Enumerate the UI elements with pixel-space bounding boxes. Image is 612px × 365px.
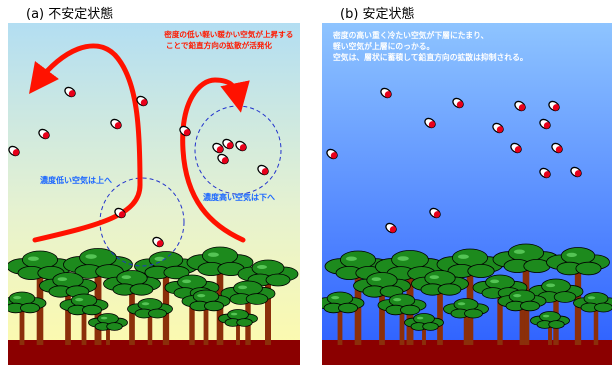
- panel-a-molecules: [8, 86, 269, 248]
- tree-b-12: [443, 298, 489, 345]
- panel-a-note: 密度の低い軽い暖かい空気が上昇する ことで鉛直方向の拡散が活発化: [163, 29, 296, 50]
- tree-a-5: [237, 259, 299, 345]
- molecule-a-9: [217, 153, 229, 165]
- molecule-b-11: [570, 166, 582, 178]
- molecule-a-3: [38, 128, 50, 140]
- tree-b-6: [353, 272, 411, 345]
- panel-a-note-line-2: ことで鉛直方向の拡散が活発化: [166, 40, 272, 50]
- molecule-b-7: [539, 118, 551, 130]
- molecule-a-6: [8, 145, 20, 157]
- molecule-a-5: [179, 125, 191, 137]
- molecule-b-12: [539, 167, 551, 179]
- molecule-a-2: [136, 95, 148, 107]
- tree-a-10: [8, 291, 47, 345]
- tree-b-4: [492, 243, 560, 345]
- tree-b-15: [530, 311, 570, 345]
- tree-a-3: [134, 251, 198, 345]
- molecule-a-7: [212, 142, 224, 154]
- rising-convection-arrow: [28, 43, 143, 243]
- panel-b-note: 密度の高い重く冷たい空気が下層にたまり、 軽い空気が上層にのっかる。 空気は、層…: [332, 30, 528, 62]
- panel-b-note-line-3: 空気は、層状に蓄積して鉛直方向の拡散は抑制される。: [333, 52, 528, 62]
- panel-a-ground: [8, 340, 300, 365]
- tree-a-6: [39, 272, 97, 345]
- molecule-a-4: [110, 118, 122, 130]
- molecule-a-8: [235, 140, 247, 152]
- panel-a: 密度の低い軽い暖かい空気が上昇する ことで鉛直方向の拡散が活発化 濃度低い空気は…: [8, 23, 300, 365]
- molecule-a-1: [64, 86, 76, 98]
- tree-b-8: [472, 274, 528, 345]
- molecule-a-12: [114, 207, 126, 219]
- panel-b-forest: [322, 243, 612, 345]
- tree-b-10: [322, 291, 365, 345]
- panel-a-forest: [8, 246, 299, 345]
- molecule-b-6: [492, 122, 504, 134]
- molecule-a-11: [222, 138, 234, 150]
- tree-b-7: [411, 270, 469, 345]
- molecule-b-10: [551, 142, 563, 154]
- sinking-convection-arrow: [180, 77, 250, 243]
- tree-b-14: [404, 313, 444, 345]
- tree-b-11: [377, 293, 427, 345]
- panel-b-molecules: [326, 87, 582, 234]
- molecule-b-3: [514, 100, 526, 112]
- panel-a-note-line-1: 密度の低い軽い暖かい空気が上昇する: [163, 29, 293, 39]
- tree-a-14: [88, 313, 128, 345]
- tree-a-12: [127, 298, 173, 345]
- panel-b-title: (b) 安定状態: [340, 7, 415, 22]
- molecule-b-1: [380, 87, 392, 99]
- tree-b-16: [573, 292, 612, 345]
- molecule-b-4: [548, 100, 560, 112]
- molecule-b-9: [510, 142, 522, 154]
- molecule-b-5: [424, 117, 436, 129]
- molecule-b-14: [385, 222, 397, 234]
- panel-b-note-line-1: 密度の高い重く冷たい空気が下層にたまり、: [332, 30, 488, 40]
- molecule-b-8: [326, 148, 338, 160]
- panel-a-title: (a) 不安定状態: [26, 7, 114, 22]
- tree-a-15: [218, 309, 258, 345]
- molecule-b-2: [452, 97, 464, 109]
- tree-a-13: [181, 289, 231, 345]
- tree-b-2: [375, 250, 445, 345]
- low-concentration-label: 濃度低い空気は上へ: [40, 175, 112, 185]
- molecule-a-10: [257, 164, 269, 176]
- molecule-b-13: [429, 207, 441, 219]
- panel-b-note-line-2: 軽い空気が上層にのっかる。: [333, 41, 434, 51]
- panel-b: 密度の高い重く冷たい空気が下層にたまり、 軽い空気が上層にのっかる。 空気は、層…: [322, 23, 612, 365]
- high-concentration-label: 濃度高い空気は下へ: [203, 192, 275, 202]
- tree-a-11: [59, 293, 109, 345]
- molecule-a-13: [152, 236, 164, 248]
- tree-b-13: [497, 289, 547, 345]
